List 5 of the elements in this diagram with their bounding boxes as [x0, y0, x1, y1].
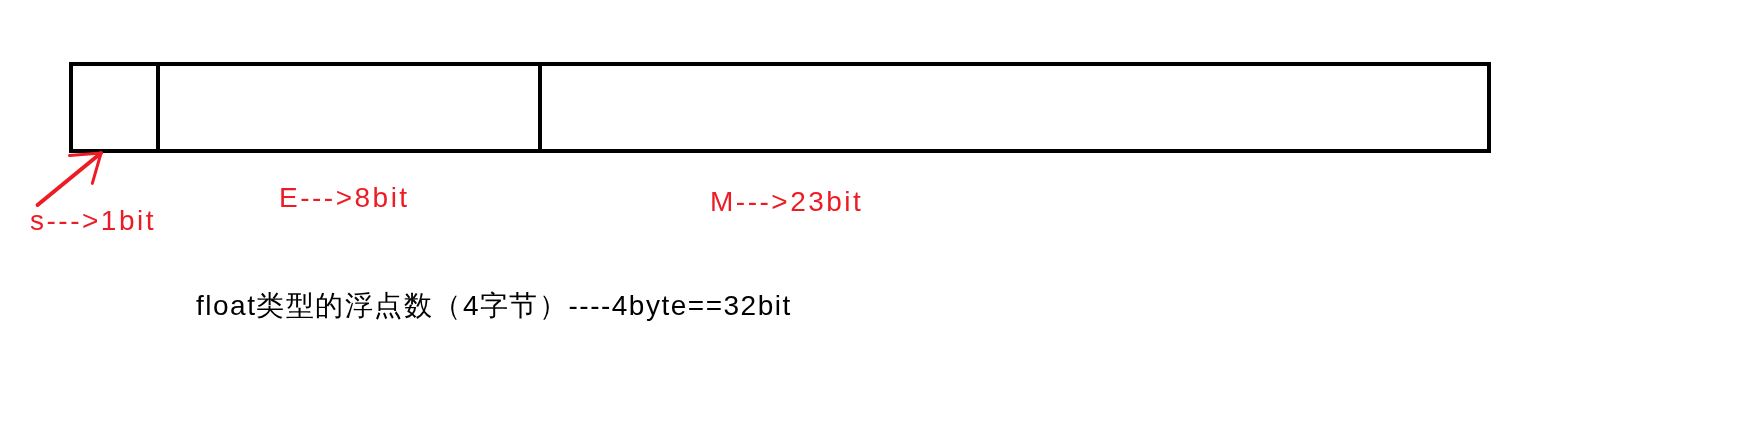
caption: float类型的浮点数（4字节）----4byte==32bit — [196, 290, 792, 322]
field-label: s--->1bit — [30, 205, 156, 237]
field-label: M--->23bit — [710, 186, 864, 218]
leader-arrow — [35, 151, 104, 207]
field-label: E--->8bit — [279, 182, 410, 214]
